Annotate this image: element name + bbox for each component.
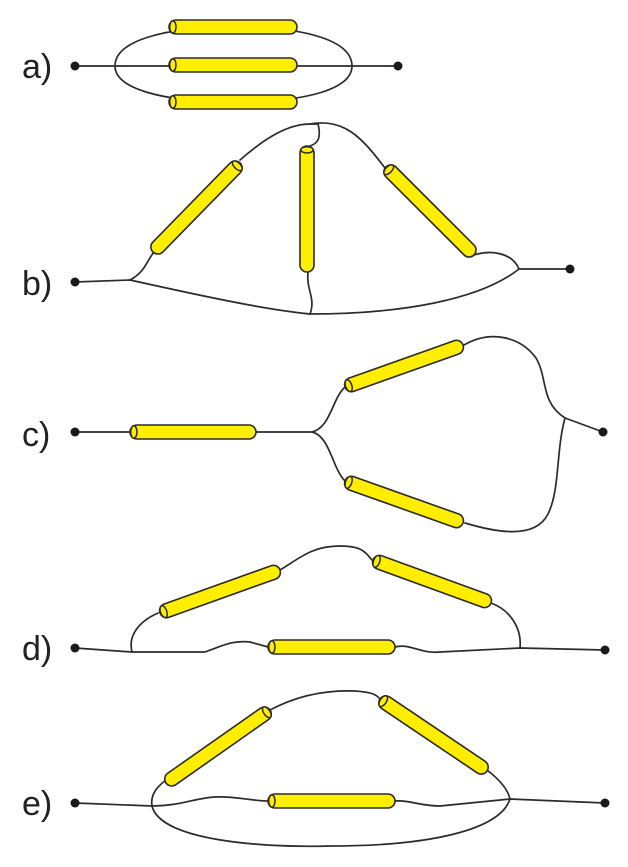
terminal-right (565, 264, 575, 274)
resistor-end-cap (300, 145, 314, 154)
arch-wire (309, 122, 386, 169)
resistor-body (168, 94, 298, 110)
branch-wire (473, 251, 520, 270)
terminal-left (70, 643, 80, 653)
arch-wire (269, 690, 381, 711)
resistor-end-cap (261, 706, 272, 719)
circuit-b: b) (22, 122, 575, 315)
resistor-body (378, 695, 489, 775)
lead-wire (74, 279, 131, 283)
resistor-end-cap (383, 164, 395, 176)
label-d: d) (22, 630, 52, 668)
lead-wire (564, 417, 604, 433)
resistor-body (168, 57, 298, 73)
terminal-left (70, 61, 80, 71)
terminal-right (600, 798, 610, 808)
resistor-cylinder (267, 793, 396, 809)
resistor-body (150, 160, 243, 255)
branch-wire (486, 769, 511, 800)
resistor-body (158, 564, 282, 619)
resistor-cylinder (168, 57, 298, 73)
resistor-body (267, 639, 396, 655)
resistor-end-cap (168, 20, 177, 34)
label-b: b) (22, 265, 52, 303)
circuit-d: d) (22, 545, 610, 668)
branch-wire (311, 387, 345, 433)
resistor-end-cap (129, 425, 138, 439)
resistor-end-cap (168, 95, 177, 109)
resistor-end-cap (168, 58, 177, 72)
resistor-end-cap (159, 605, 169, 619)
resistor-cylinder (267, 639, 396, 655)
resistor-body (383, 164, 477, 258)
label-c: c) (22, 416, 50, 454)
resistor-cylinder (343, 475, 465, 529)
arch-wire (279, 545, 373, 571)
resistor-end-cap (344, 475, 354, 489)
resistor-end-cap (267, 640, 276, 654)
resistor-body (129, 424, 257, 440)
resistor-body (163, 706, 273, 787)
loop-wire (463, 335, 566, 533)
resistor-cylinder (129, 424, 257, 440)
resistor-body (168, 19, 298, 35)
lead-wire (394, 798, 606, 807)
resistor-body (343, 339, 465, 393)
terminal-left (70, 427, 80, 437)
terminal-left (70, 277, 80, 287)
label-a: a) (22, 48, 52, 86)
resistor-cylinder (299, 145, 315, 273)
resistor-end-cap (378, 694, 389, 708)
bottom-wire (129, 268, 520, 315)
resistor-end-cap (344, 379, 354, 393)
resistor-end-cap (267, 794, 276, 808)
terminal-right (393, 61, 403, 71)
lead-wire (394, 645, 606, 654)
resistor-end-cap (231, 160, 244, 172)
resistor-cylinder (158, 564, 282, 619)
arch-wire (130, 612, 159, 653)
circuit-e: e) (22, 690, 610, 848)
lead-wire (74, 640, 269, 653)
resistor-cylinder (163, 706, 273, 787)
resistor-cylinder (343, 339, 465, 393)
resistor-cylinder (383, 164, 477, 258)
resistor-cylinder (371, 554, 493, 609)
resistor-end-cap (372, 554, 382, 568)
bottom-wire (151, 798, 511, 848)
branch-wire (306, 271, 313, 315)
terminal-right (598, 427, 608, 437)
label-e: e) (22, 785, 52, 823)
branch-wire (129, 251, 155, 281)
resistor-cylinder (150, 160, 244, 255)
terminal-right (600, 645, 610, 655)
circuit-c: c) (22, 335, 608, 533)
branch-wire (150, 779, 167, 807)
terminal-left (70, 798, 80, 808)
lead-wire (74, 796, 269, 807)
resistor-cylinder (378, 694, 489, 775)
resistor-body (267, 793, 396, 809)
resistor-cylinder (168, 19, 298, 35)
resistor-cylinder (168, 94, 298, 110)
circuit-a: a) (22, 19, 403, 110)
resistor-body (299, 145, 315, 273)
resistor-body (371, 554, 493, 609)
resistor-body (343, 475, 465, 529)
arch-wire (490, 602, 521, 649)
branch-wire (311, 431, 346, 482)
